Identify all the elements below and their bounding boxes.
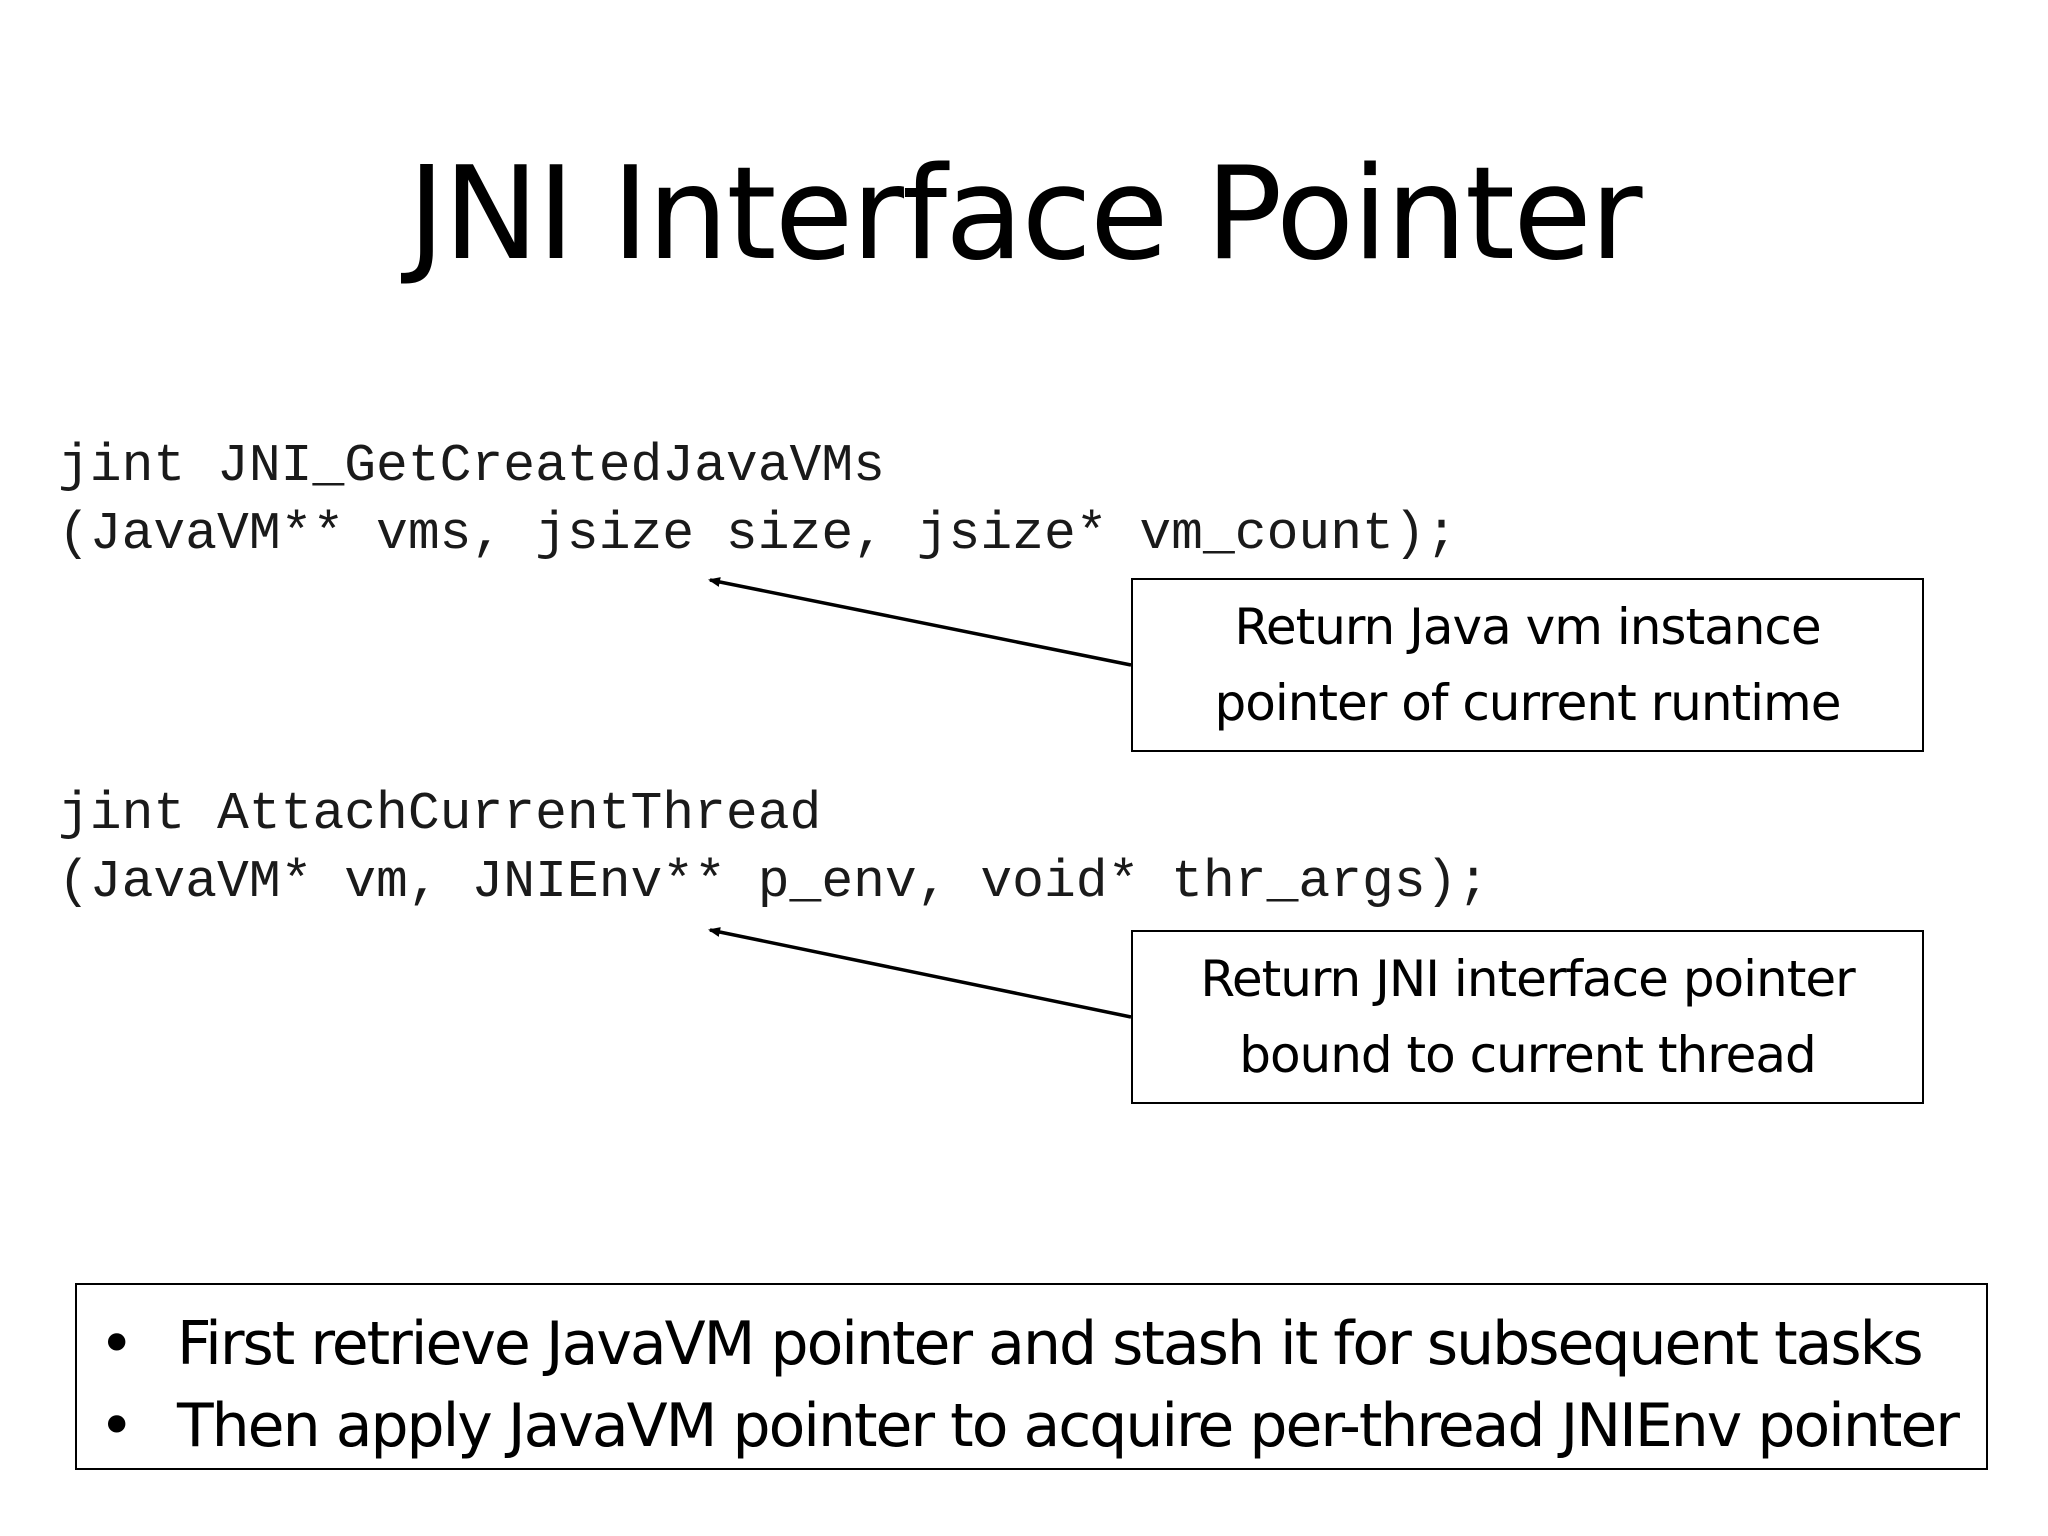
bullet-marker: • xyxy=(99,1309,135,1379)
callout-text-line: Return JNI interface pointer xyxy=(1200,950,1855,1008)
callout-text-line: bound to current thread xyxy=(1239,1026,1817,1084)
callout-text-line: Return Java vm instance xyxy=(1234,598,1821,656)
code-attach-current-thread-signature: jint AttachCurrentThread xyxy=(58,784,822,844)
arrow-to-p-env-param xyxy=(708,927,1132,1019)
code-get-created-vms-params: (JavaVM** vms, jsize size, jsize* vm_cou… xyxy=(58,504,1458,564)
callout-java-vm-instance: Return Java vm instance pointer of curre… xyxy=(1131,578,1924,752)
code-get-created-vms-signature: jint JNI_GetCreatedJavaVMs xyxy=(58,436,885,496)
slide-title: JNI Interface Pointer xyxy=(407,140,1643,289)
summary-box: • First retrieve JavaVM pointer and stas… xyxy=(75,1283,1988,1470)
code-attach-current-thread-params: (JavaVM* vm, JNIEnv** p_env, void* thr_a… xyxy=(58,852,1490,912)
bullet-marker: • xyxy=(99,1391,135,1461)
bullet-text: First retrieve JavaVM pointer and stash … xyxy=(177,1309,1924,1379)
bullet-text: Then apply JavaVM pointer to acquire per… xyxy=(177,1391,1960,1461)
bullet-item: • Then apply JavaVM pointer to acquire p… xyxy=(77,1385,1986,1467)
callout-text-line: pointer of current runtime xyxy=(1214,674,1842,732)
bullet-item: • First retrieve JavaVM pointer and stas… xyxy=(77,1303,1986,1385)
arrow-to-size-param xyxy=(708,577,1132,667)
callout-jni-interface-pointer: Return JNI interface pointer bound to cu… xyxy=(1131,930,1924,1104)
